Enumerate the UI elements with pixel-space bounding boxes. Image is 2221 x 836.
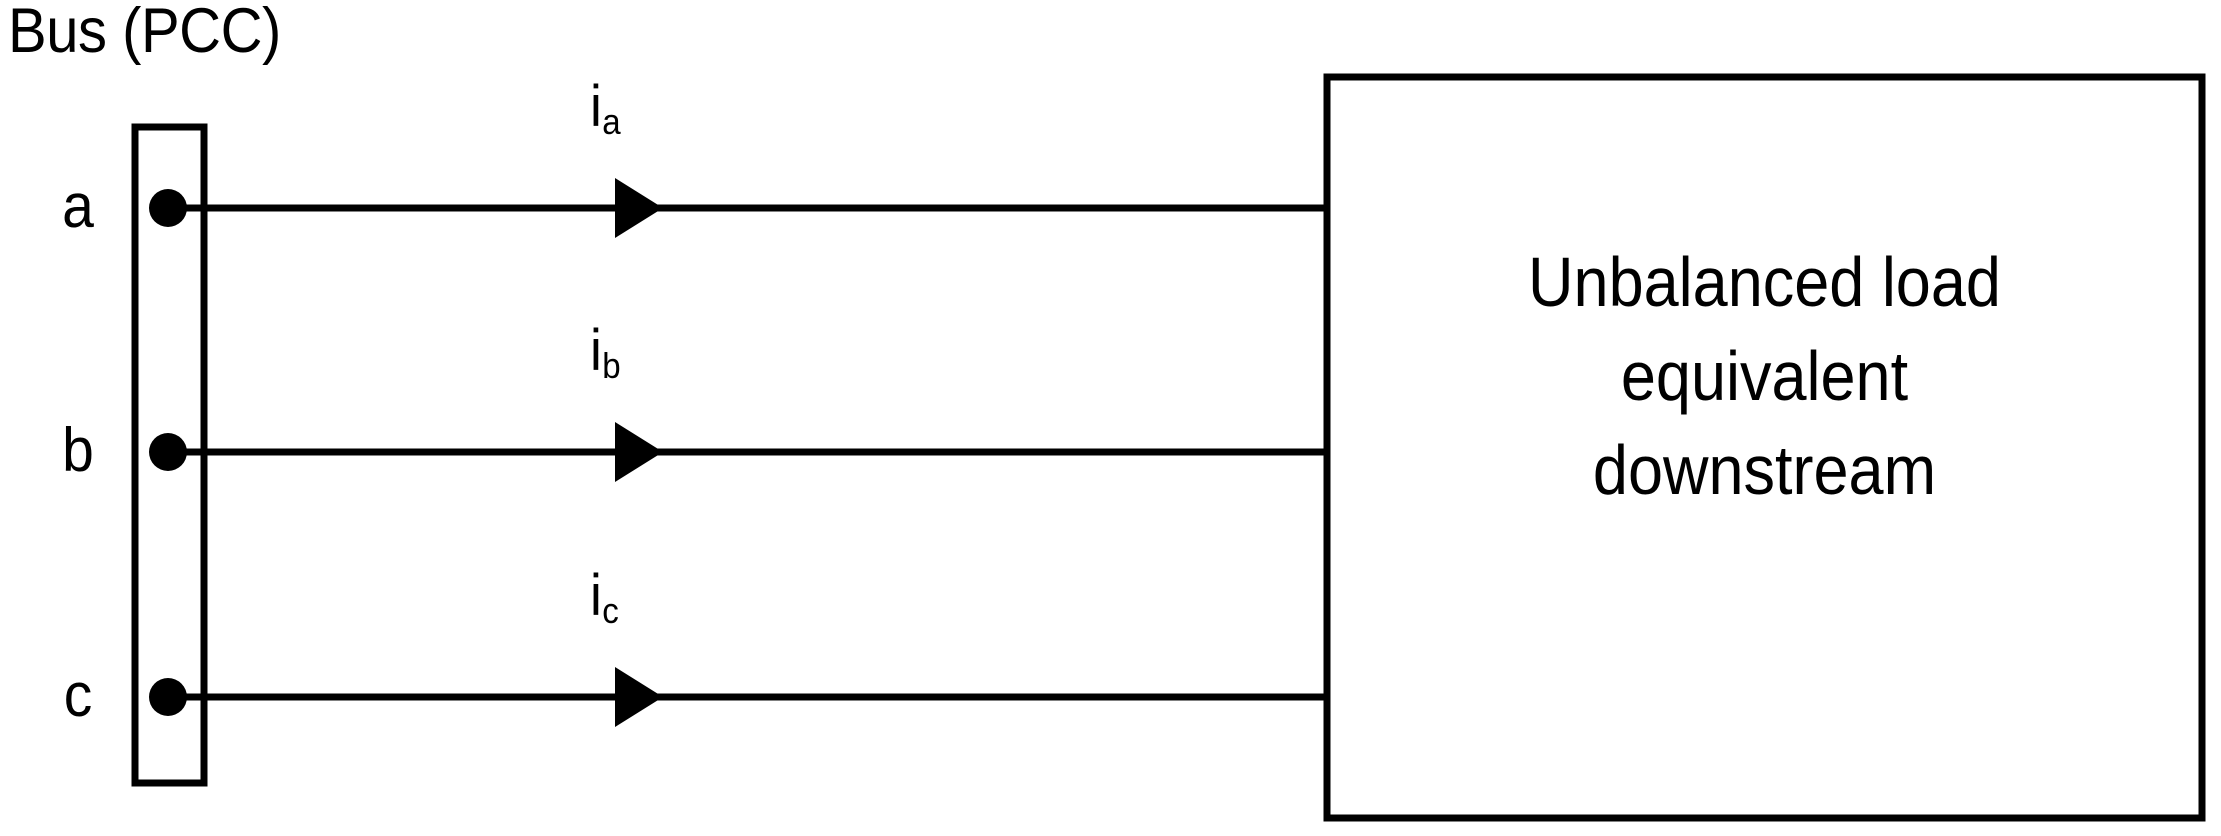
phase-c-node-dot xyxy=(149,678,187,716)
load-box-caption-line-1: Unbalanced load xyxy=(1528,243,2001,321)
load-box-rect xyxy=(1323,73,2206,822)
phase-c-current-arrowhead xyxy=(615,667,663,727)
current-subscript-a: a xyxy=(602,100,621,142)
current-symbol-c: i xyxy=(590,563,602,628)
current-label-phase-a: ia xyxy=(590,78,621,140)
phase-b-current-arrowhead xyxy=(615,422,663,482)
current-label-phase-c: ic xyxy=(590,567,619,629)
load-box-caption: Unbalanced load equivalent downstream xyxy=(1327,236,2202,517)
current-symbol-a: i xyxy=(590,74,602,139)
current-subscript-c: c xyxy=(602,589,619,631)
phase-a-current-arrowhead xyxy=(615,178,663,238)
load-box-caption-line-2: equivalent xyxy=(1620,336,1909,415)
current-label-phase-b: ib xyxy=(590,322,621,384)
phase-label-a: a xyxy=(62,172,94,241)
load-box-caption-line-3: downstream xyxy=(1592,430,1937,509)
bus-pcc-title: Bus (PCC) xyxy=(8,0,281,66)
current-symbol-b: i xyxy=(590,318,602,383)
phase-label-b: b xyxy=(62,416,94,485)
current-subscript-b: b xyxy=(602,344,621,386)
phase-b-node-dot xyxy=(149,433,187,471)
phase-a-node-dot xyxy=(149,189,187,227)
phase-label-c: c xyxy=(63,661,93,730)
